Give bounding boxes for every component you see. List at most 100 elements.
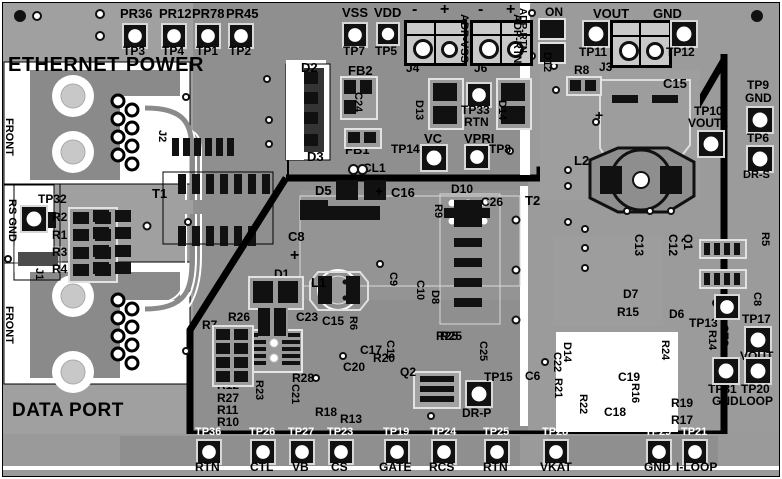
tp-ref-tp25: TP25 bbox=[483, 426, 510, 438]
silk-c10: C10 bbox=[414, 280, 426, 301]
test-point-tp32[interactable] bbox=[20, 205, 48, 233]
silk-c17: C17 bbox=[360, 343, 383, 357]
test-point-tp9[interactable] bbox=[746, 106, 774, 134]
silk-c11: C11 bbox=[384, 340, 396, 360]
component-d5-pad-b bbox=[364, 180, 386, 200]
test-point-tp20[interactable] bbox=[744, 357, 772, 385]
component-on-pad-top bbox=[538, 18, 566, 40]
silkscreen-front-bottom: FRONT bbox=[3, 306, 15, 344]
test-point-tp4[interactable] bbox=[161, 23, 187, 49]
tp-ref-tp11: TP11 bbox=[579, 45, 608, 59]
test-point-tp31[interactable] bbox=[712, 357, 740, 385]
test-point-tp36[interactable] bbox=[196, 439, 222, 465]
silk-r15: R15 bbox=[617, 305, 640, 319]
silkscreen-ethernet-power: ETHERNET POWER bbox=[8, 54, 204, 76]
silk-c8: C8 bbox=[288, 229, 305, 244]
test-point-tp11[interactable] bbox=[582, 20, 610, 48]
silk-r23: R23 bbox=[253, 380, 265, 401]
test-point-tp15[interactable] bbox=[465, 380, 493, 408]
tp-net-tp31: GND bbox=[712, 394, 739, 408]
test-point-tp24[interactable] bbox=[431, 439, 457, 465]
silk-r1: R1 bbox=[52, 228, 68, 242]
test-point-tp1[interactable] bbox=[195, 23, 221, 49]
silk-on: ON bbox=[545, 5, 563, 19]
conn-ref-j3: J3 bbox=[599, 60, 613, 74]
test-point-tp26[interactable] bbox=[250, 439, 276, 465]
tp-net-pr12: PR12 bbox=[159, 6, 192, 21]
silk-d2: D2 bbox=[301, 60, 318, 75]
silk-c12: C12 bbox=[666, 234, 680, 257]
silk-c15: C15 bbox=[322, 314, 345, 328]
silk-l2: L2 bbox=[574, 153, 590, 168]
silk-j2: J2 bbox=[156, 130, 168, 143]
tp-net-pr45: PR45 bbox=[226, 6, 259, 21]
tp-net-tp20: LOOP bbox=[739, 394, 774, 408]
connector-j6[interactable] bbox=[470, 20, 533, 66]
silk-r5: R5 bbox=[759, 232, 771, 247]
silk-c21: C21 bbox=[289, 384, 301, 405]
tp-net-vdd: VDD bbox=[374, 5, 402, 20]
conn-ref-j4: J4 bbox=[406, 61, 420, 75]
tp-net-tp25: RTN bbox=[483, 460, 508, 474]
test-point-tp17[interactable] bbox=[744, 326, 772, 354]
connector-j4[interactable] bbox=[404, 20, 467, 66]
test-point-tp27[interactable] bbox=[289, 439, 315, 465]
silk-r22: R22 bbox=[577, 394, 589, 415]
silk-d3: D3 bbox=[307, 149, 324, 164]
j6-pin-minus: - bbox=[478, 1, 484, 18]
test-point-tp23[interactable] bbox=[328, 439, 354, 465]
test-point-tp10[interactable] bbox=[697, 130, 725, 158]
test-point-tp7[interactable] bbox=[342, 22, 368, 48]
net-adp-rtn-side: ADP-RTN bbox=[517, 8, 528, 53]
tp-net-gnd-tp12: GND bbox=[653, 6, 682, 21]
tp-net-tp8: VPRI bbox=[464, 131, 495, 146]
test-point-tp3[interactable] bbox=[122, 23, 148, 49]
tp-net-pr36: PR36 bbox=[120, 6, 153, 21]
test-point-tp19[interactable] bbox=[384, 439, 410, 465]
silk-q1: Q1 bbox=[681, 234, 695, 251]
test-point-tp33[interactable] bbox=[466, 82, 492, 108]
silk-d8: D8 bbox=[429, 290, 441, 305]
component-r8 bbox=[566, 76, 602, 96]
silk-r8-top: R8 bbox=[574, 63, 590, 77]
silk-r17: R17 bbox=[671, 413, 694, 427]
test-point-tp21[interactable] bbox=[682, 439, 708, 465]
tp-net-tp24: RCS bbox=[429, 460, 455, 474]
silk-l1: L1 bbox=[311, 275, 327, 290]
test-point-tp12[interactable] bbox=[670, 20, 698, 48]
silk-r26: R26 bbox=[228, 310, 251, 324]
silk-r27: R27 bbox=[217, 391, 240, 405]
connector-j3[interactable] bbox=[610, 20, 672, 68]
tp-net-tp33: RTN bbox=[464, 115, 489, 129]
silk-q2: Q2 bbox=[400, 365, 417, 379]
conn-ref-j6: J6 bbox=[474, 61, 488, 75]
tp-net-tp36: RTN bbox=[195, 460, 220, 474]
test-point-tp2[interactable] bbox=[228, 23, 254, 49]
test-point-tp5[interactable] bbox=[376, 22, 400, 46]
tp-ref-tp23: TP23 bbox=[327, 426, 354, 438]
test-point-tp6[interactable] bbox=[746, 145, 774, 173]
silk-r24: R24 bbox=[659, 340, 671, 361]
tp-ref-tp5: TP5 bbox=[375, 44, 398, 58]
silk-r3: R3 bbox=[52, 245, 68, 259]
silk-c6: C6 bbox=[525, 369, 541, 383]
test-point-tp14[interactable] bbox=[420, 144, 448, 172]
test-point-tp25[interactable] bbox=[484, 439, 510, 465]
tp-net-tp27: VB bbox=[292, 460, 309, 474]
tp-net-vout-tp11: VOUT bbox=[593, 6, 630, 21]
tp-ref-tp26: TP26 bbox=[249, 426, 276, 438]
component-on-pad-bottom bbox=[538, 42, 566, 64]
tp-ref-tp7: TP7 bbox=[343, 44, 366, 58]
test-point-tp28[interactable] bbox=[543, 439, 569, 465]
silk-r10: R10 bbox=[217, 415, 240, 429]
tp-net-tp9: GND bbox=[745, 91, 772, 105]
test-point-tp29[interactable] bbox=[646, 439, 672, 465]
tp-net-tp10: VOUT1 bbox=[688, 116, 729, 130]
test-point-tp13[interactable] bbox=[714, 294, 740, 320]
test-point-tp8[interactable] bbox=[464, 144, 490, 170]
tp-net-tp21: I-LOOP bbox=[676, 460, 718, 474]
tp-ref-tp3: TP3 bbox=[123, 44, 146, 58]
silk-r9: R9 bbox=[432, 204, 444, 219]
tp-ref-tp14: TP14 bbox=[391, 142, 420, 156]
tp-ref-tp17: TP17 bbox=[742, 312, 771, 326]
